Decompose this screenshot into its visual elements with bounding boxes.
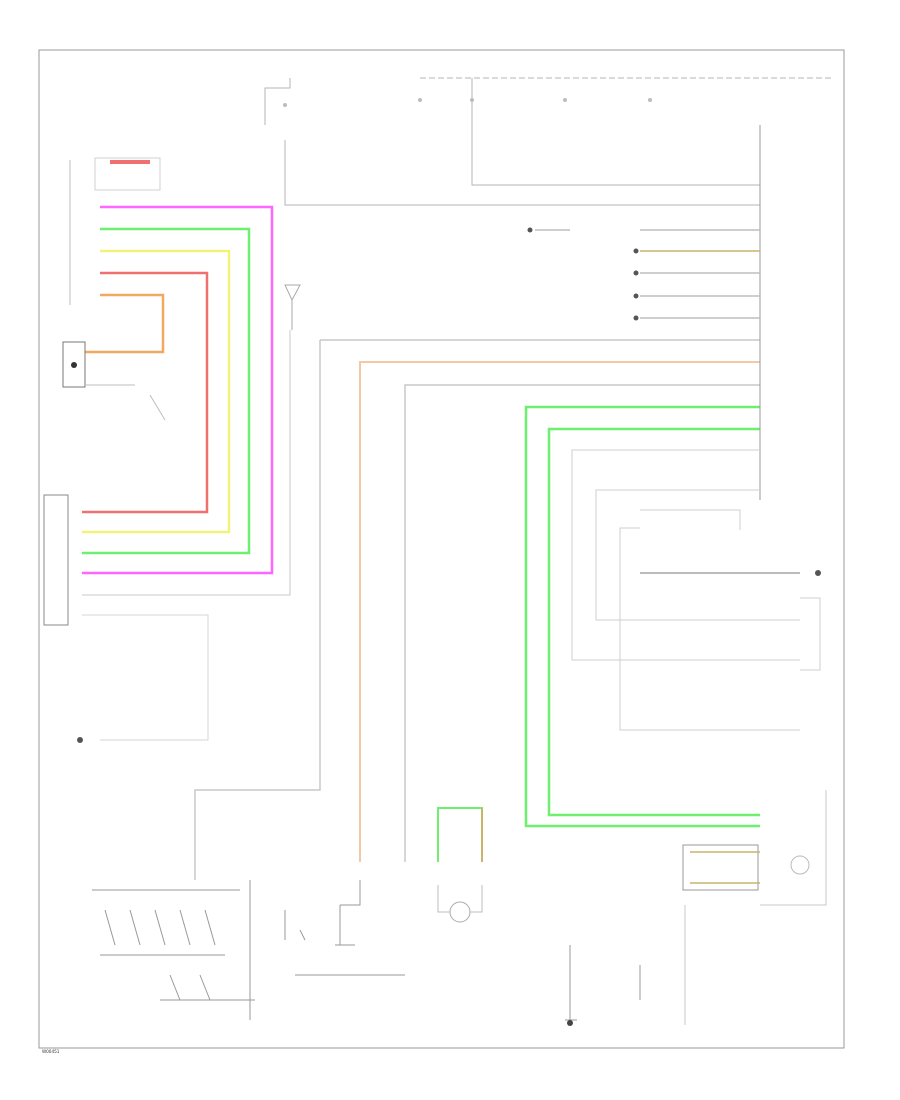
- right-lamp-terminal: [815, 570, 821, 576]
- center-wires: [194, 339, 760, 880]
- select-switch-center: [284, 880, 405, 976]
- top-fuse-symbols: [283, 98, 652, 107]
- combination-switch: [62, 341, 166, 421]
- select-switch-left: [92, 880, 255, 1020]
- bottom-ground: [565, 945, 641, 1021]
- green-bus: [524, 405, 760, 828]
- lamp-module: [682, 790, 827, 1025]
- center-bottom-switch: [437, 807, 483, 923]
- colored-harness: [82, 205, 274, 575]
- right-ecu-connector: [527, 125, 761, 500]
- center-antenna: [284, 284, 301, 330]
- left-upper-connector: [69, 157, 161, 305]
- diagram-id-label: W00451: [42, 1049, 60, 1054]
- diagram-frame: [38, 49, 845, 1049]
- left-lower-connector: [43, 330, 291, 743]
- ground-terminal: [567, 1020, 573, 1026]
- right-lower-wiring: [571, 449, 821, 731]
